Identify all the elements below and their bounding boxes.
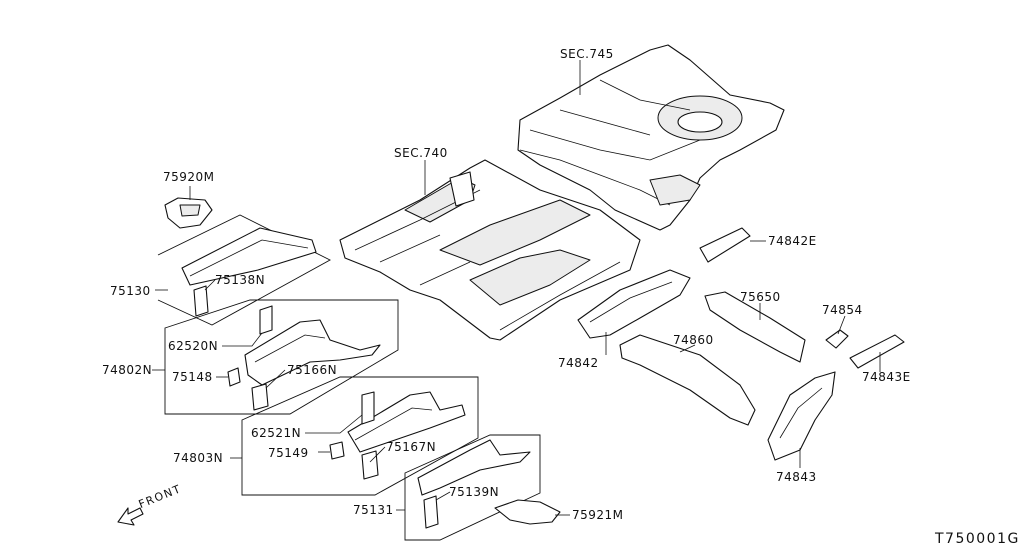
- group-box-75130: [157, 214, 331, 326]
- part-75920M: [164, 186, 213, 229]
- label-74803N: 74803N: [173, 451, 224, 465]
- part-75138N: [193, 285, 209, 317]
- label-74843: 74843: [776, 470, 817, 484]
- label-74843E: 74843E: [862, 370, 911, 384]
- label-62521N: 62521N: [251, 426, 302, 440]
- front-arrow-icon: [117, 507, 144, 526]
- part-75139N: [423, 495, 439, 529]
- part-74802N: [244, 319, 381, 386]
- label-75166N: 75166N: [287, 363, 338, 377]
- label-74842: 74842: [558, 356, 599, 370]
- part-75166N: [251, 383, 269, 411]
- group-box-75131: [404, 434, 541, 541]
- label-sec745: SEC.745: [560, 47, 614, 61]
- front-floor-part: [339, 159, 641, 341]
- part-74860: [619, 334, 756, 426]
- group-box-74802N: [164, 299, 399, 415]
- part-74803N: [347, 391, 466, 453]
- label-75148: 75148: [172, 370, 213, 384]
- part-62521N: [361, 391, 375, 425]
- part-75149: [329, 441, 345, 460]
- label-75131: 75131: [353, 503, 394, 517]
- label-75138N: 75138N: [215, 273, 266, 287]
- part-75131: [417, 439, 531, 496]
- part-75650: [704, 291, 806, 363]
- part-75130: [181, 227, 317, 286]
- part-74854: [825, 329, 849, 349]
- rear-floor-part: [517, 44, 785, 231]
- label-74842E: 74842E: [768, 234, 817, 248]
- label-74860: 74860: [673, 333, 714, 347]
- label-75139N: 75139N: [449, 485, 500, 499]
- diagram-id: T750001G: [935, 531, 1020, 547]
- leader-lines: [152, 60, 881, 516]
- label-74802N: 74802N: [102, 363, 153, 377]
- part-75167N: [361, 450, 379, 480]
- part-75148: [227, 367, 241, 387]
- part-74842E: [699, 227, 751, 263]
- label-75130: 75130: [110, 284, 151, 298]
- label-62520N: 62520N: [168, 339, 219, 353]
- part-74843: [767, 371, 836, 461]
- label-75149: 75149: [268, 446, 309, 460]
- label-75167N: 75167N: [386, 440, 437, 454]
- label-75921M: 75921M: [572, 508, 624, 522]
- label-75650: 75650: [740, 290, 781, 304]
- part-74843E: [849, 334, 905, 369]
- label-74854: 74854: [822, 303, 863, 317]
- label-sec740: SEC.740: [394, 146, 448, 160]
- group-box-74803N: [241, 376, 479, 496]
- part-75921M: [494, 499, 561, 525]
- part-74842: [577, 269, 691, 339]
- label-75920M: 75920M: [163, 170, 215, 184]
- part-62520N: [259, 305, 273, 335]
